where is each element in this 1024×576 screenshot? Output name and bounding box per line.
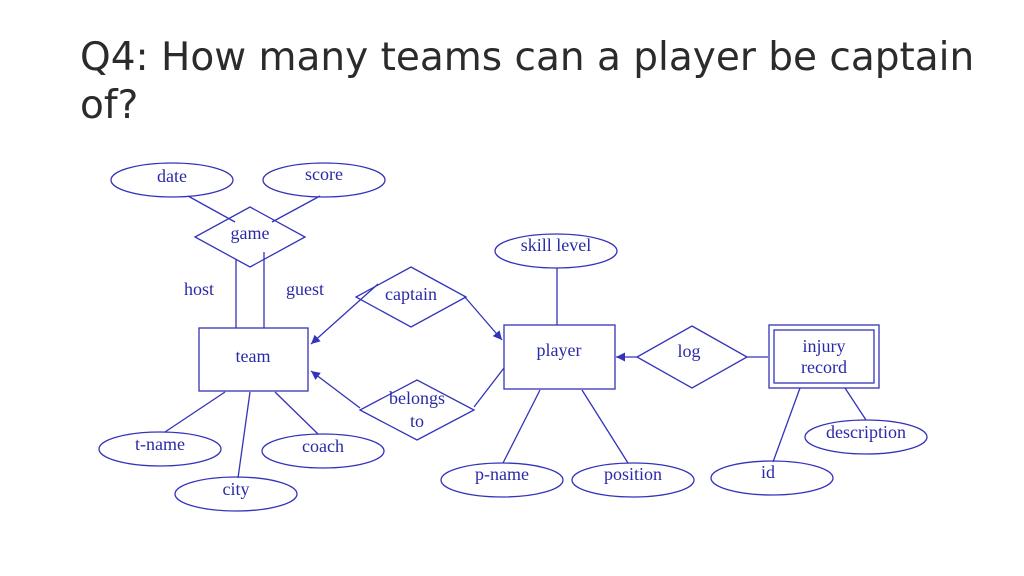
attribute-skill-level-label: skill level (521, 235, 592, 255)
relationship-belongs-to (358, 379, 476, 441)
entity-team (198, 327, 309, 392)
relationship-game-label: game (231, 223, 270, 243)
attribute-id-label: id (761, 462, 775, 482)
slide-title: Q4: How many teams can a player be capta… (80, 35, 975, 128)
role-host-label: host (184, 279, 214, 299)
entity-injury-record-label-line2: record (801, 357, 847, 377)
entity-injury-record-label-line1: injury (803, 336, 846, 356)
attribute-p-name-label: p-name (475, 464, 529, 484)
relationship-captain-label: captain (385, 284, 437, 304)
attribute-t-name (98, 431, 222, 467)
attribute-skill-level (494, 233, 618, 269)
attribute-position-label: position (604, 464, 662, 484)
relationship-log-label: log (677, 341, 700, 361)
attribute-score (262, 162, 386, 198)
entity-injury-record-inner (773, 329, 875, 384)
edge-captain-team (310, 283, 379, 345)
relationship-captain (354, 266, 468, 328)
attribute-description (804, 419, 928, 455)
role-guest-label: guest (286, 279, 324, 299)
edge-team-city (237, 391, 251, 479)
relationship-belongs-label-line2: to (410, 411, 424, 431)
edge-date-game (187, 195, 236, 223)
edge-captain-player (463, 295, 503, 341)
attribute-date (110, 162, 234, 198)
attribute-city-label: city (223, 479, 250, 499)
relationship-game (193, 206, 307, 268)
attribute-coach (261, 433, 385, 469)
attribute-coach-label: coach (302, 436, 344, 456)
relationship-belongs-label-line1: belongs (389, 388, 445, 408)
entity-team-label: team (236, 346, 271, 366)
attribute-t-name-label: t-name (135, 434, 185, 454)
relationship-log (635, 325, 749, 389)
edge-team-coach (274, 391, 319, 435)
edge-team-tname (164, 391, 226, 433)
edge-player-pname (502, 389, 541, 464)
attribute-city (174, 476, 298, 512)
entity-injury-record-outer (768, 324, 880, 389)
entity-player (503, 324, 616, 390)
entity-player-label: player (537, 340, 582, 360)
attribute-description-label: description (826, 422, 906, 442)
edge-injury-id (772, 387, 801, 463)
attribute-score-label: score (305, 164, 343, 184)
attribute-position (571, 462, 695, 498)
attribute-date-label: date (157, 166, 187, 186)
edge-score-game (271, 195, 321, 223)
attribute-id (710, 460, 834, 496)
edge-belongs-team (310, 370, 361, 409)
edge-injury-description (844, 387, 867, 421)
attribute-p-name (440, 462, 564, 498)
edge-belongs-player (473, 367, 505, 408)
edge-player-position (581, 389, 629, 464)
